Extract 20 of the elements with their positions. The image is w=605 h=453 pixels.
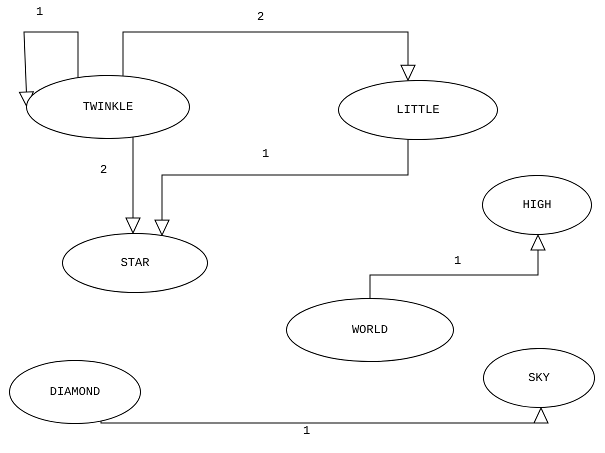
- arrow: [154, 139, 408, 236]
- node-label: DIAMOND: [50, 385, 100, 399]
- ellipse-node: [286, 298, 454, 362]
- node-label: TWINKLE: [82, 100, 134, 114]
- ellipse-node: [62, 233, 208, 293]
- node-label: HIGH: [522, 198, 552, 212]
- arrow: [122, 32, 416, 81]
- ellipse-node: [9, 360, 141, 424]
- node-label: WORLD: [352, 323, 388, 337]
- ellipse-node: [482, 175, 592, 235]
- ellipse-node: [338, 80, 498, 140]
- arrow: [370, 234, 546, 298]
- node-label: LITTLE: [396, 103, 440, 117]
- arrow: [18, 32, 78, 108]
- arrow: [100, 407, 548, 424]
- node-label: SKY: [528, 371, 550, 385]
- node-label: STAR: [120, 256, 150, 270]
- ellipse-node: [26, 75, 190, 139]
- arrow: [126, 136, 140, 234]
- ellipse-node: [483, 348, 595, 408]
